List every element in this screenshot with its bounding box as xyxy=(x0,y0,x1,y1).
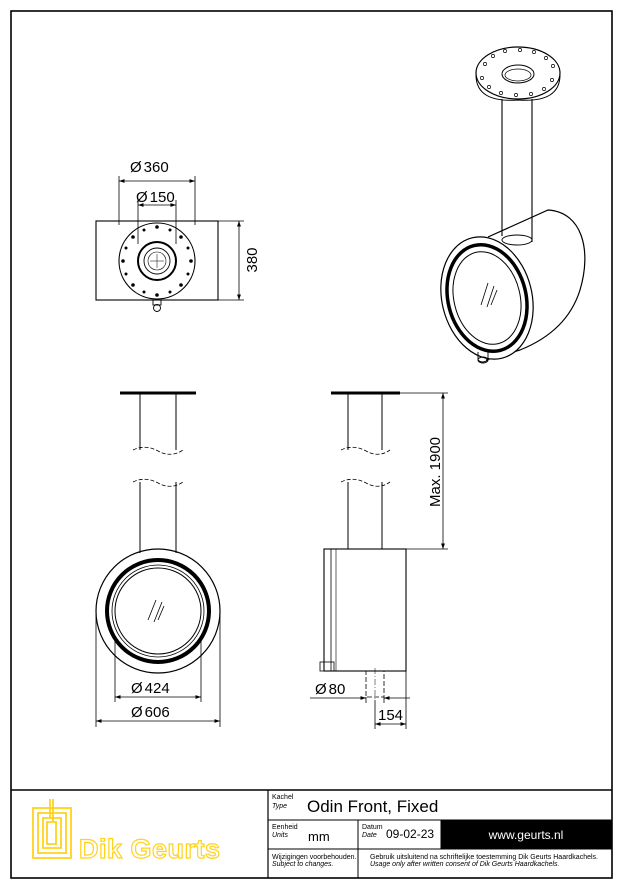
top-view-pipe-inner xyxy=(143,247,171,275)
brand-logo: Dik Geurts xyxy=(32,799,221,865)
brand-logo-mark xyxy=(32,799,72,859)
notice-left-nl: Wijzigingen voorbehouden. xyxy=(272,854,356,861)
dim-pipe-length xyxy=(400,392,448,550)
iso-handle xyxy=(477,352,489,364)
dim-flue-offset xyxy=(374,671,407,729)
drawing-frame xyxy=(10,10,613,879)
top-view xyxy=(95,220,219,312)
iso-stove-body xyxy=(485,209,586,361)
type-value: Odin Front, Fixed xyxy=(307,797,438,816)
brand-name: Dik Geurts xyxy=(79,834,221,864)
iso-ceiling-flange xyxy=(475,46,561,101)
units-label: Eenheid xyxy=(272,824,298,831)
type-label-en: Type xyxy=(272,803,287,810)
dim-flue-offset-label: 154 xyxy=(378,707,403,724)
units-value: mm xyxy=(308,829,330,844)
isometric-view xyxy=(440,46,586,364)
front-view xyxy=(95,391,221,674)
website-link[interactable]: www.geurts.nl xyxy=(488,828,564,842)
front-view-glass xyxy=(114,567,202,655)
front-view-door-ring xyxy=(105,558,211,664)
dim-glass-diameter xyxy=(114,640,202,702)
dim-top-outer-diameter xyxy=(118,176,196,225)
type-label: Kachel xyxy=(272,794,294,801)
notice-right-nl: Gebruik uitsluitend na schriftelijke toe… xyxy=(370,854,598,861)
dim-body-diameter xyxy=(95,611,221,727)
dim-top-height xyxy=(218,220,244,301)
top-view-pipe-outer xyxy=(137,241,177,281)
notice-left-en: Subject to changes. xyxy=(272,861,334,868)
side-view-body xyxy=(323,548,407,672)
title-block: Dik Geurts Kachel Type Odin Front, Fixed… xyxy=(11,789,612,878)
iso-door-outer xyxy=(440,236,534,360)
date-value: 09-02-23 xyxy=(386,827,434,841)
dim-top-inner-diameter xyxy=(137,200,177,244)
dim-top-height-label: 380 xyxy=(244,247,261,272)
notice-right-en: Usage only after written consent of Dik … xyxy=(370,861,560,868)
website-banner xyxy=(441,820,612,849)
date-label-en: Date xyxy=(362,832,377,839)
units-label-en: Units xyxy=(272,832,288,839)
date-label: Datum xyxy=(362,824,383,831)
side-view xyxy=(319,391,407,700)
top-view-bolt-holes xyxy=(121,225,193,297)
top-view-handle xyxy=(152,299,162,312)
top-view-flange xyxy=(118,222,196,300)
iso-door-glass xyxy=(452,251,522,345)
side-view-handle xyxy=(319,661,335,672)
dim-pipe-length-label: Max. 1900 xyxy=(427,437,444,507)
